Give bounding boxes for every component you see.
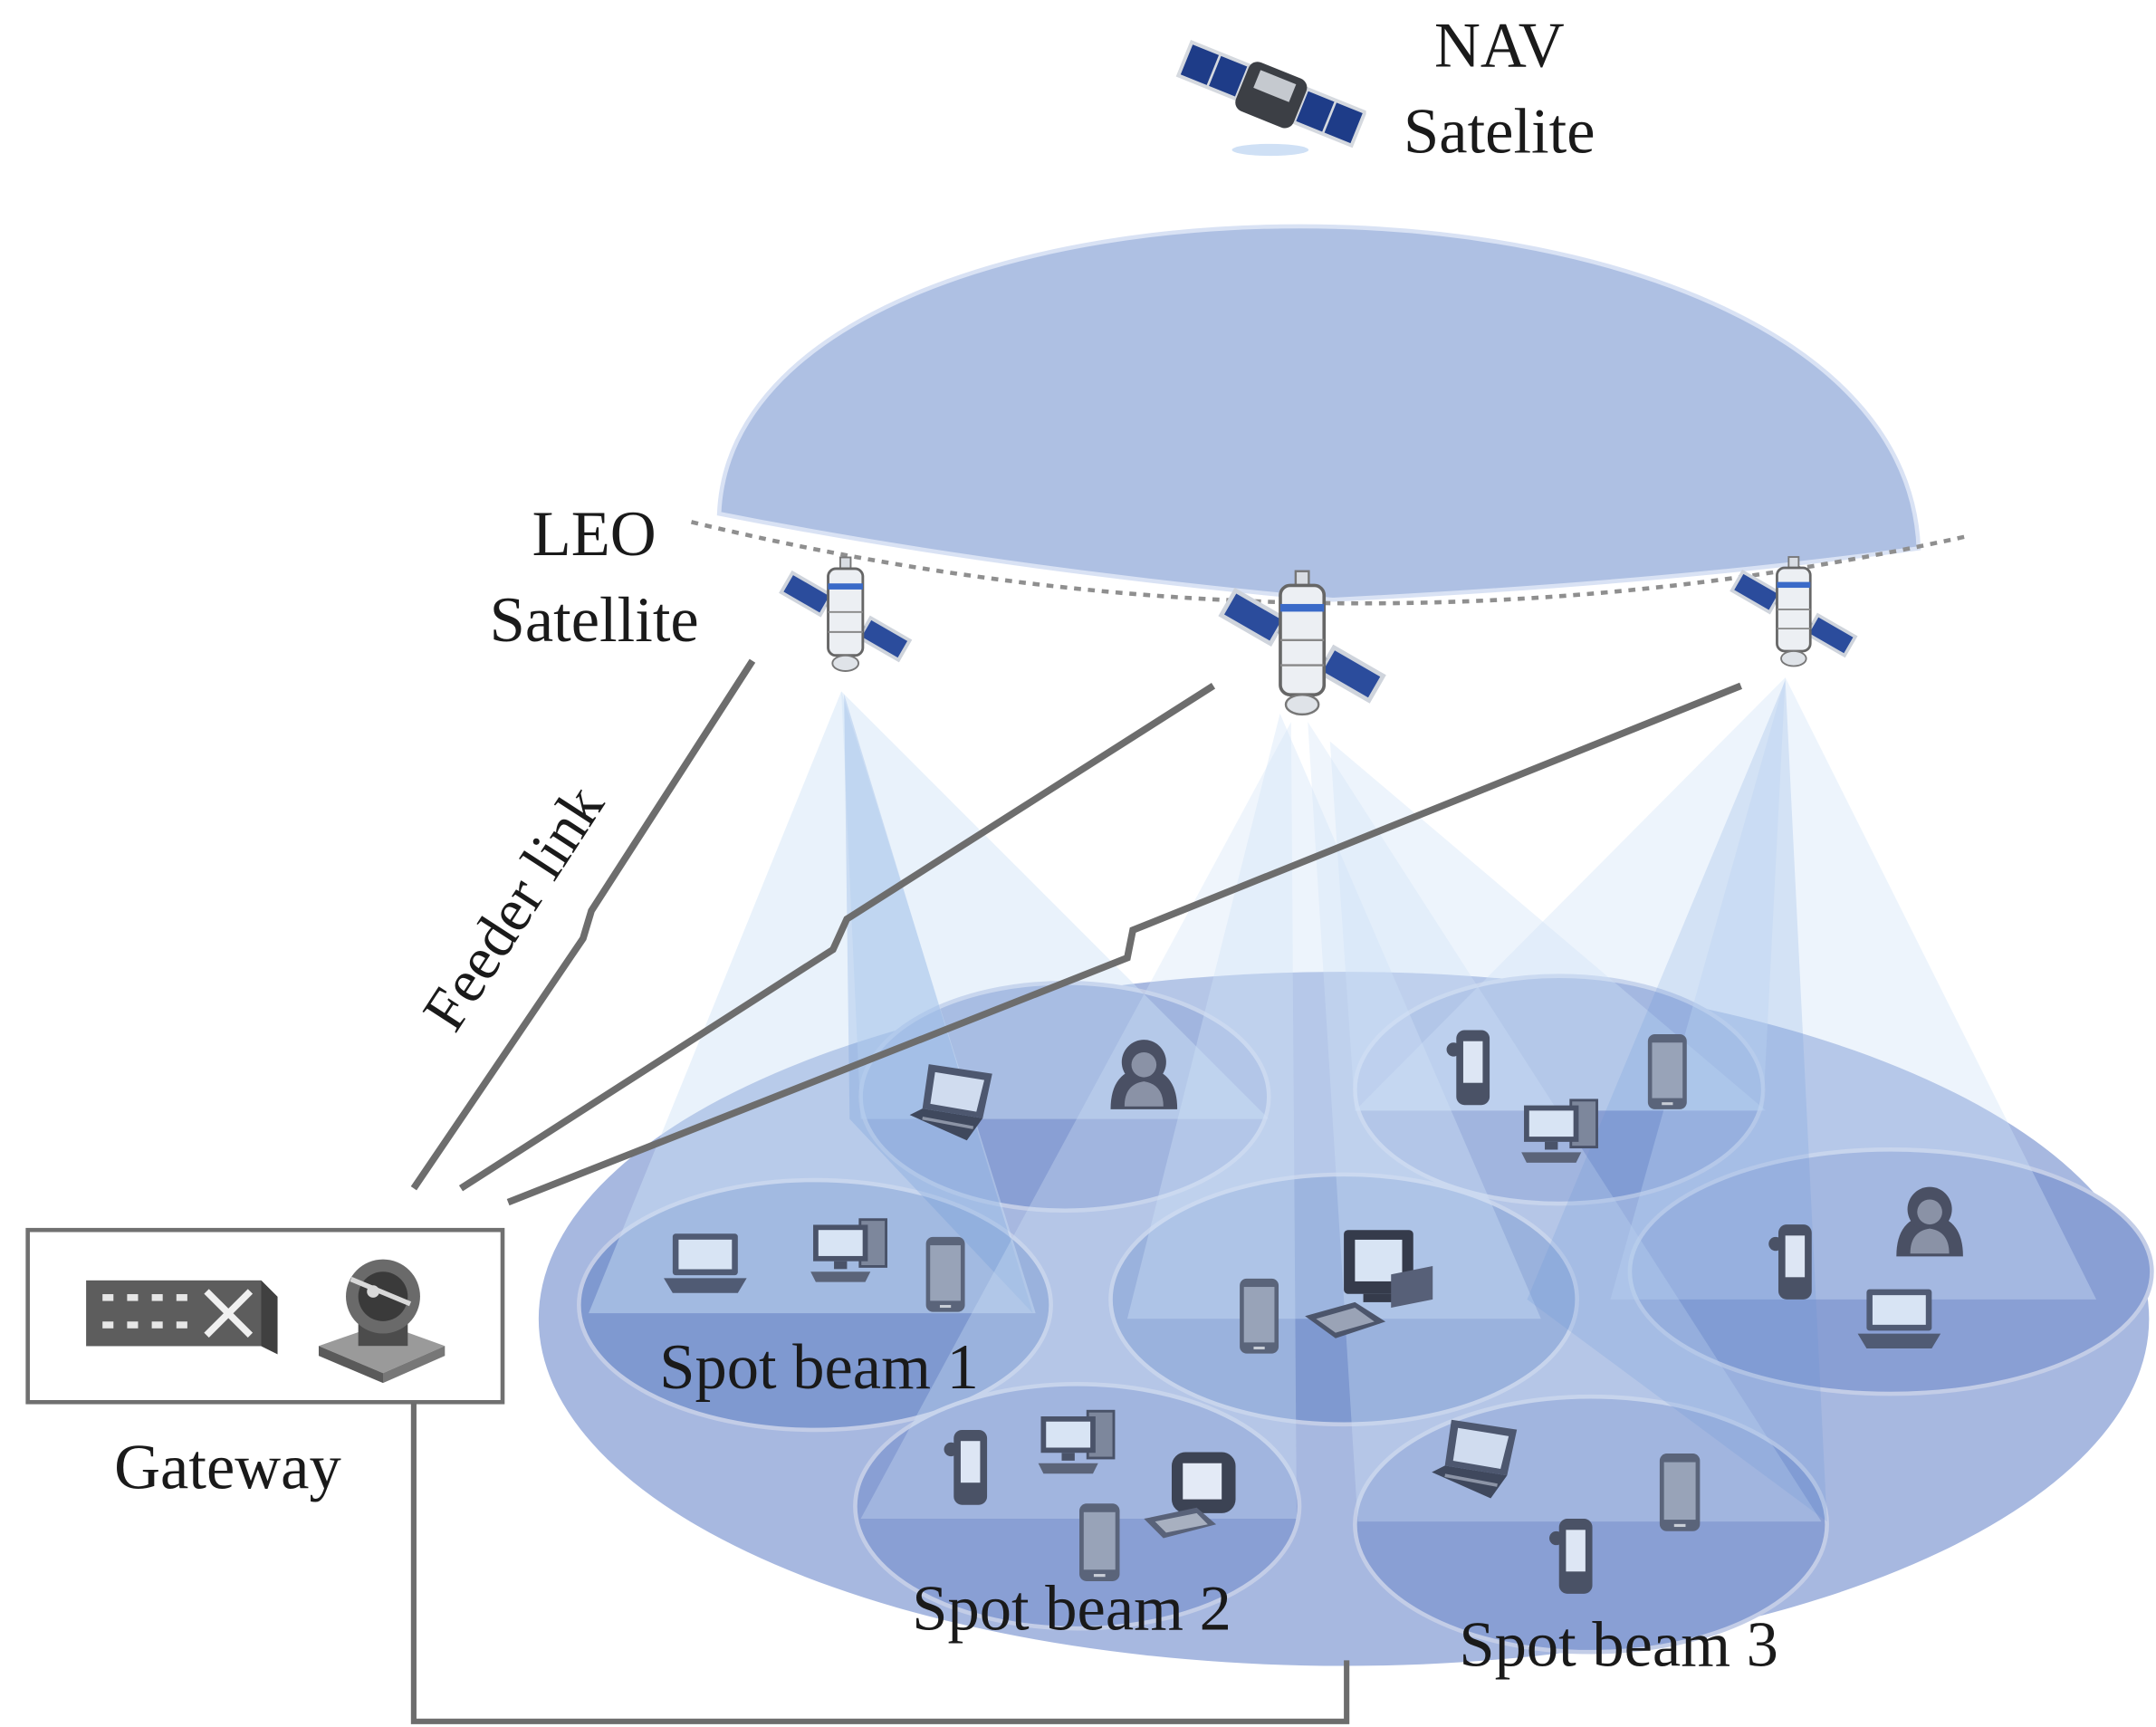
smartphone-icon xyxy=(1647,1034,1687,1109)
cell-top-right xyxy=(1353,974,1766,1206)
cell-right xyxy=(1627,1147,2154,1396)
laptop-icon xyxy=(664,1233,747,1293)
beam-cones xyxy=(589,677,2097,1522)
feeder-link-right xyxy=(506,682,1743,1206)
leo-satellite-left-icon xyxy=(781,557,910,671)
smartphone-icon xyxy=(1240,1278,1279,1354)
spot-beam-2-label: Spot beam 2 xyxy=(912,1574,1231,1645)
spot-beam-3-label: Spot beam 3 xyxy=(1459,1610,1778,1681)
feeder-links xyxy=(410,658,1743,1206)
feeder-link-center xyxy=(458,683,1216,1192)
feeder-link-left xyxy=(410,658,756,1191)
nav-satellite-label-line1: NAV xyxy=(1434,11,1565,82)
nav-satellite-icon xyxy=(1174,34,1366,158)
leo-satellite-right-icon xyxy=(1732,557,1855,666)
gateway-backhaul-line xyxy=(410,1402,1350,1724)
nav-satellite-label-line2: Satelite xyxy=(1404,97,1595,168)
nav-coverage-dome xyxy=(716,224,1921,602)
cell-center xyxy=(1108,1172,1579,1427)
network-switch-icon xyxy=(86,1281,278,1355)
leo-satellite-label-line2: Satellite xyxy=(490,585,699,656)
smartphone-icon xyxy=(1079,1503,1120,1581)
spot-beam-1-label: Spot beam 1 xyxy=(659,1332,979,1403)
feeder-link-label: Feeder link xyxy=(409,773,617,1042)
smartphone-icon xyxy=(925,1236,965,1312)
leo-orbit-path xyxy=(690,520,1969,606)
smartphone-icon xyxy=(1659,1454,1701,1531)
laptop-icon xyxy=(1857,1289,1941,1349)
leo-satellite-label-line1: LEO xyxy=(532,499,656,570)
gateway-label: Gateway xyxy=(114,1432,341,1502)
